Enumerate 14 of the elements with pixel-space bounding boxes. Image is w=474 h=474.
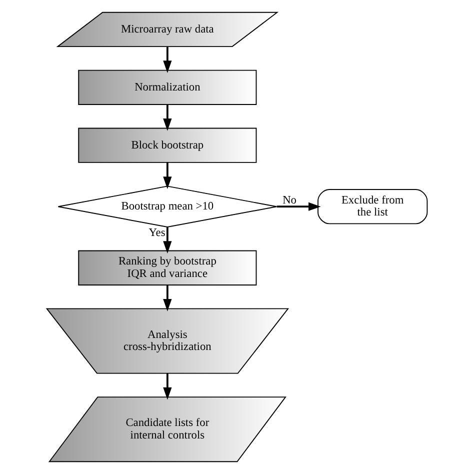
edge-label: No <box>282 194 296 206</box>
node-box: Block bootstrap <box>78 128 257 163</box>
edge-label: Yes <box>148 226 166 239</box>
arrow <box>163 227 172 254</box>
node-box: Normalization <box>78 70 257 105</box>
arrow <box>163 284 172 312</box>
arrow <box>163 46 172 73</box>
arrow <box>276 202 321 211</box>
arrow <box>163 373 172 400</box>
node-box: Exclude from the list <box>318 189 428 224</box>
node-diamond: Bootstrap mean >10 <box>58 186 278 228</box>
arrow <box>163 104 172 131</box>
node-box: Ranking by bootstrap IQR and variance <box>78 250 257 286</box>
arrow <box>163 162 172 189</box>
